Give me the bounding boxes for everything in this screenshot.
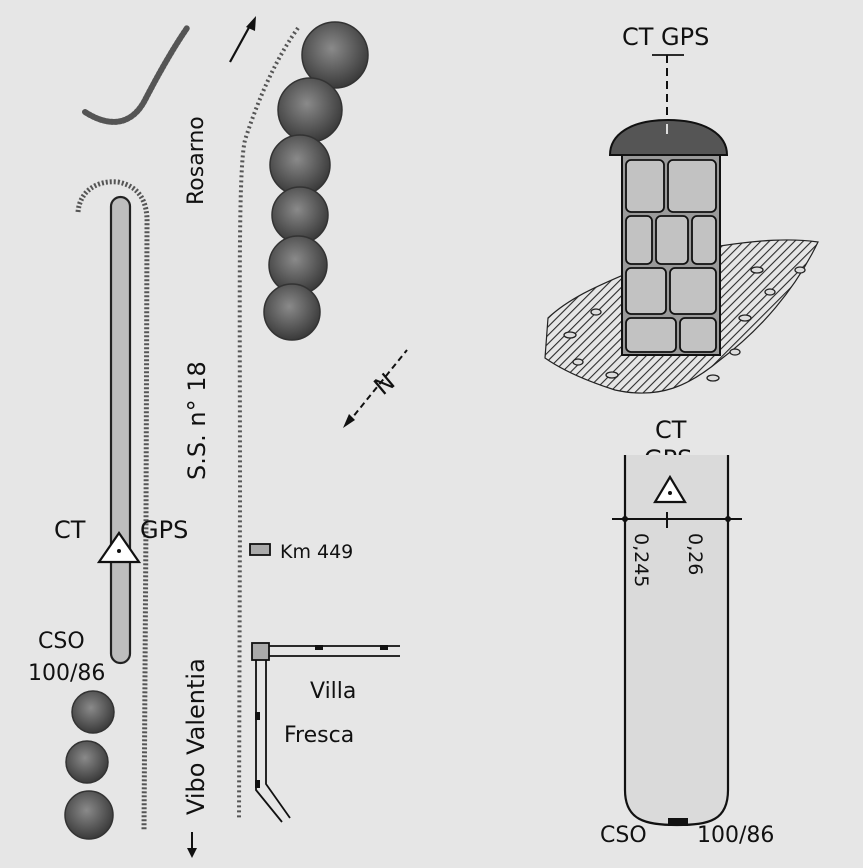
stone-pillar bbox=[621, 154, 721, 356]
right-monument-detail: CT GPS bbox=[544, 23, 819, 848]
place-label-line2: Fresca bbox=[284, 723, 354, 748]
left-location-map: Rosarno S.S. n° 18 Vibo Valentia CT GPS … bbox=[28, 16, 408, 858]
road-band bbox=[109, 195, 132, 665]
road-curve-edge bbox=[82, 25, 190, 125]
road-to-north-label: Rosarno bbox=[184, 116, 209, 205]
north-indicator-icon: N bbox=[343, 349, 408, 428]
villa-fresca-track bbox=[251, 642, 400, 823]
ct-label: CT bbox=[54, 516, 86, 544]
survey-point-triangle-icon bbox=[96, 531, 142, 564]
direction-arrow-north-icon bbox=[229, 16, 256, 63]
place-label-line1: Villa bbox=[310, 679, 356, 704]
plan-survey-triangle-icon bbox=[653, 474, 687, 504]
left-road-edge bbox=[75, 179, 150, 831]
plan-view-strip bbox=[623, 455, 730, 827]
ground-stones bbox=[563, 266, 806, 382]
km-label: Km 449 bbox=[280, 541, 353, 563]
distance-left-label: 0,245 bbox=[630, 533, 652, 587]
road-name-label: S.S. n° 18 bbox=[183, 361, 211, 480]
road-to-south-label: Vibo Valentia bbox=[182, 658, 210, 815]
plan-ct-label: CT bbox=[655, 416, 687, 444]
distance-right-label: 0,26 bbox=[684, 533, 706, 575]
right-road-edge bbox=[237, 26, 300, 821]
cso-label: CSO bbox=[38, 629, 85, 654]
top-ct-gps-label: CT GPS bbox=[622, 23, 709, 51]
measure-end-right bbox=[725, 516, 731, 522]
bushes-lower-left bbox=[64, 690, 115, 840]
bottom-cso-label: CSO bbox=[600, 823, 647, 848]
cso-marker-icon bbox=[668, 818, 688, 826]
cso-number-label: 100/86 bbox=[28, 661, 105, 686]
gps-label: GPS bbox=[140, 516, 188, 544]
bottom-cso-number-label: 100/86 bbox=[697, 823, 774, 848]
km-marker-icon bbox=[249, 543, 271, 556]
direction-arrow-south-icon bbox=[187, 832, 197, 858]
measure-end-left bbox=[622, 516, 628, 522]
north-letter: N bbox=[369, 368, 401, 401]
pillar-cap bbox=[608, 118, 729, 156]
hedge-bushes bbox=[263, 21, 369, 341]
